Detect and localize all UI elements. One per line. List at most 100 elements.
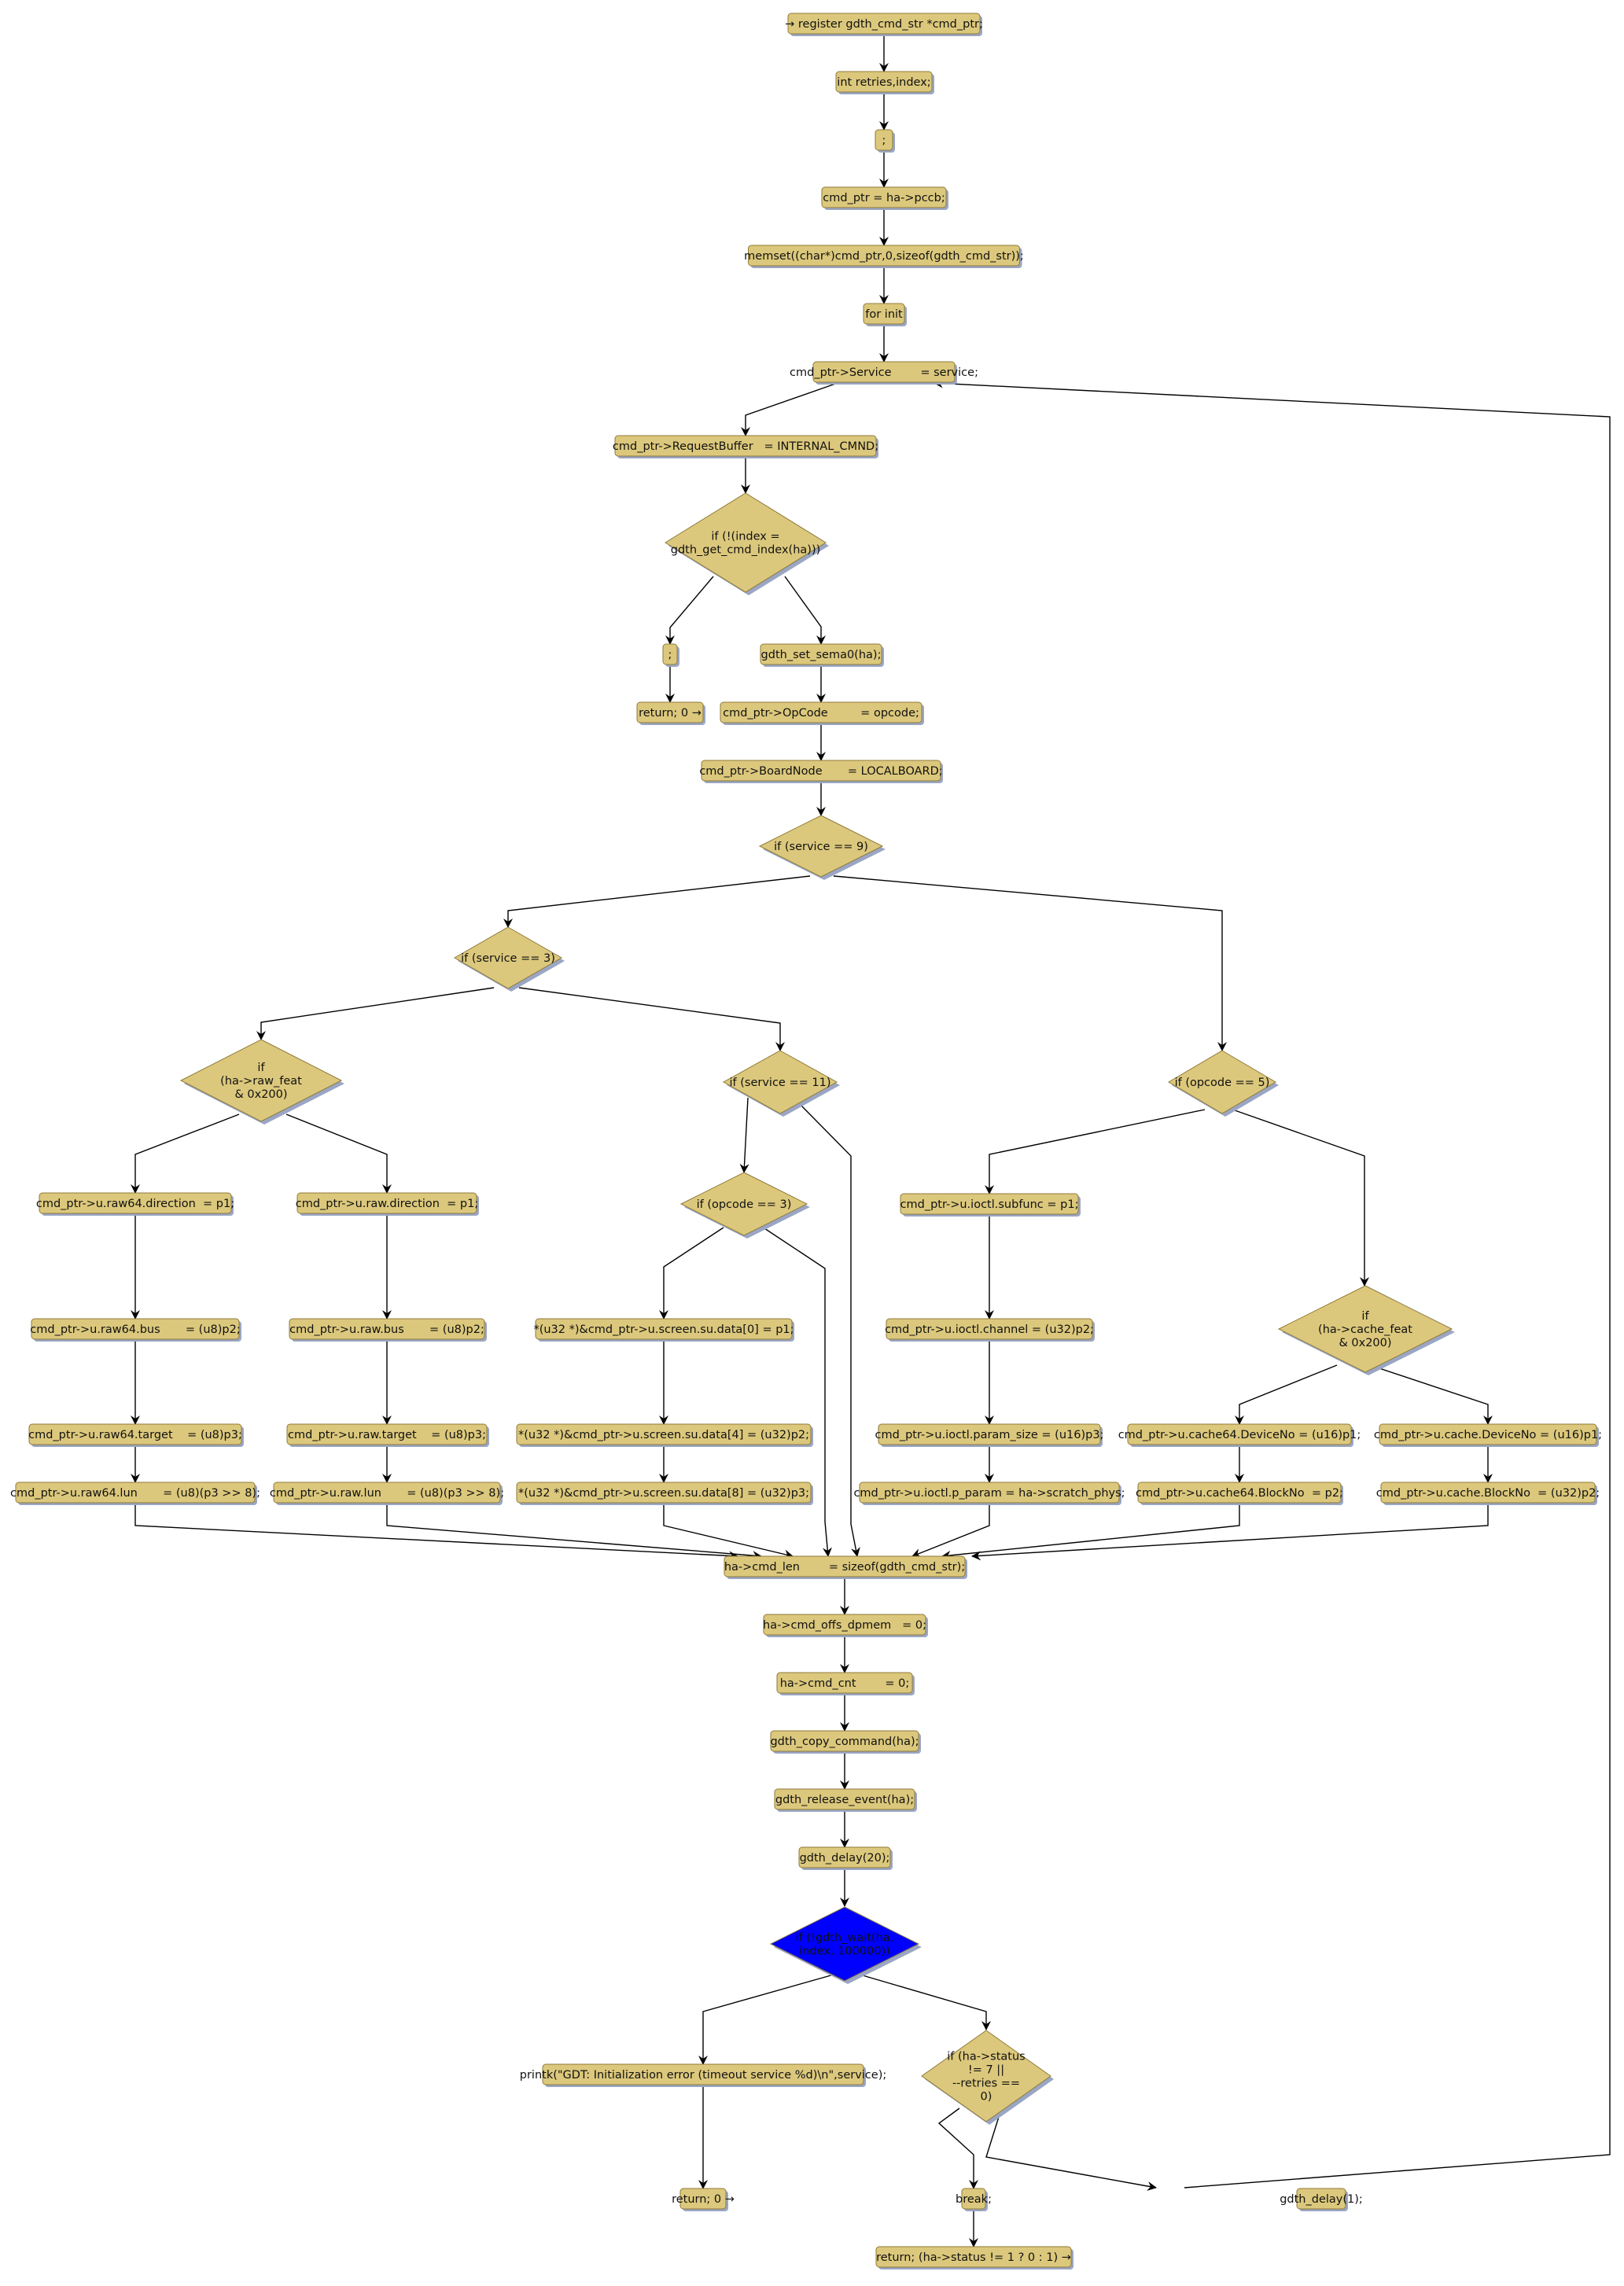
node-label: cmd_ptr->u.ioctl.p_param = ha->scratch_p… — [853, 1487, 1125, 1500]
process-node-n39[interactable]: printk("GDT: Initialization error (timeo… — [520, 2063, 887, 2087]
process-box — [835, 71, 933, 93]
process-box — [763, 1614, 926, 1636]
node-label: if (service == 11) — [730, 1077, 831, 1089]
node-label: cmd_ptr->u.raw64.direction = p1; — [36, 1198, 234, 1210]
process-node-n35[interactable]: ha->cmd_cnt = 0; — [776, 1672, 915, 1695]
process-node-n30[interactable]: cmd_ptr->u.cache64.BlockNo = p2; — [1136, 1482, 1343, 1505]
decision-node-d5[interactable]: if (service == 11) — [722, 1050, 840, 1117]
process-node-n28[interactable]: cmd_ptr->u.ioctl.p_param = ha->scratch_p… — [853, 1482, 1125, 1505]
node-label: gdth_delay(20); — [800, 1852, 890, 1865]
process-node-n33[interactable]: ha->cmd_len = sizeof(gdth_cmd_str); — [724, 1555, 967, 1579]
process-node-n9[interactable]: ; — [662, 643, 679, 667]
decision-node-d4[interactable]: if(ha->raw_feat& 0x200) — [179, 1039, 344, 1125]
edge-n30-to-n33 — [941, 1503, 1240, 1560]
process-node-n21[interactable]: cmd_ptr->u.raw.lun = (u8)(p3 >> 8); — [270, 1482, 504, 1505]
process-node-n11[interactable]: gdth_set_sema0(ha); — [760, 643, 884, 667]
process-node-n16[interactable]: cmd_ptr->u.raw64.target = (u8)p3; — [28, 1423, 244, 1447]
process-node-n20[interactable]: cmd_ptr->u.raw.target = (u8)p3; — [286, 1423, 489, 1447]
process-node-n37[interactable]: gdth_release_event(ha); — [774, 1788, 917, 1812]
node-label: int retries,index; — [837, 76, 930, 89]
process-box — [875, 129, 893, 151]
process-node-n31[interactable]: cmd_ptr->u.cache.DeviceNo = (u16)p1; — [1374, 1423, 1602, 1447]
process-node-n15[interactable]: cmd_ptr->u.raw64.bus = (u8)p2; — [30, 1318, 241, 1342]
process-node-n26[interactable]: cmd_ptr->u.ioctl.channel = (u32)p2; — [885, 1318, 1095, 1342]
decision-node-d6[interactable]: if (opcode == 3) — [679, 1172, 810, 1239]
node-label: cmd_ptr->u.cache.DeviceNo = (u16)p1; — [1374, 1429, 1602, 1441]
node-label: *(u32 *)&cmd_ptr->u.screen.su.data[8] = … — [518, 1487, 809, 1500]
process-node-n22[interactable]: *(u32 *)&cmd_ptr->u.screen.su.data[0] = … — [533, 1318, 794, 1342]
process-node-n41[interactable]: break; — [956, 2188, 992, 2211]
process-node-n7[interactable]: cmd_ptr->Service = service; — [790, 361, 978, 385]
process-node-n36[interactable]: gdth_copy_command(ha); — [770, 1730, 921, 1754]
node-label: index, 100000)) — [799, 1945, 890, 1958]
process-box — [760, 643, 882, 665]
process-node-n23[interactable]: *(u32 *)&cmd_ptr->u.screen.su.data[4] = … — [516, 1423, 813, 1447]
process-node-n24[interactable]: *(u32 *)&cmd_ptr->u.screen.su.data[8] = … — [516, 1482, 813, 1505]
node-label: return; 0 → — [639, 707, 702, 720]
process-node-n34[interactable]: ha->cmd_offs_dpmem = 0; — [763, 1614, 928, 1637]
node-label: cmd_ptr->u.raw64.lun = (u8)(p3 >> 8); — [10, 1487, 260, 1500]
process-node-n6[interactable]: for init — [863, 303, 907, 326]
node-label: *(u32 *)&cmd_ptr->u.screen.su.data[0] = … — [533, 1323, 794, 1336]
edge-d6-to-n22 — [659, 1227, 724, 1320]
process-node-n2[interactable]: int retries,index; — [835, 71, 934, 94]
decision-node-d10[interactable]: if (ha->status!= 7 ||--retries ==0) — [921, 2030, 1054, 2125]
process-box — [39, 1192, 232, 1214]
decision-node-d7[interactable]: if (opcode == 5) — [1168, 1050, 1279, 1117]
process-box — [878, 1423, 1101, 1445]
process-node-n42[interactable]: return; (ha->status != 1 ? 0 : 1) → — [875, 2246, 1073, 2269]
decision-node-d8[interactable]: if(ha->cache_feat& 0x200) — [1277, 1285, 1455, 1375]
node-label: → register gdth_cmd_str *cmd_ptr; — [785, 18, 983, 31]
process-box — [776, 1672, 913, 1694]
edge-n21-to-n33 — [386, 1503, 762, 1561]
process-node-n4[interactable]: cmd_ptr = ha->pccb; — [821, 186, 948, 210]
node-label: printk("GDT: Initialization error (timeo… — [520, 2069, 887, 2082]
edge-n43-to-n7 — [934, 378, 1611, 2188]
process-node-n25[interactable]: cmd_ptr->u.ioctl.subfunc = p1; — [900, 1193, 1081, 1217]
process-node-n1[interactable]: → register gdth_cmd_str *cmd_ptr; — [785, 13, 983, 36]
node-label: cmd_ptr->u.raw.direction = p1; — [296, 1198, 478, 1210]
node-label: & 0x200) — [234, 1088, 287, 1101]
process-box — [787, 13, 981, 35]
process-node-n43[interactable]: gdth_delay(1); — [1280, 2188, 1363, 2211]
process-node-n12[interactable]: cmd_ptr->OpCode = opcode; — [720, 701, 924, 725]
node-label: gdth_set_sema0(ha); — [761, 649, 882, 661]
node-label: if (service == 3) — [461, 952, 555, 965]
process-node-n38[interactable]: gdth_delay(20); — [798, 1846, 893, 1870]
nodes-layer: → register gdth_cmd_str *cmd_ptr;int ret… — [10, 13, 1602, 2269]
decision-node-d9[interactable]: if (!gdth_wait(ha,index, 100000)) — [769, 1906, 922, 1984]
process-node-n18[interactable]: cmd_ptr->u.raw.direction = p1; — [296, 1192, 479, 1216]
terminal-box — [636, 701, 704, 723]
edge-d10-to-n41 — [937, 2107, 978, 2189]
process-box — [662, 643, 678, 665]
process-node-n32[interactable]: cmd_ptr->u.cache.BlockNo = (u32)p2; — [1376, 1482, 1600, 1505]
process-box — [748, 245, 1020, 267]
node-label: cmd_ptr->u.cache.BlockNo = (u32)p2; — [1376, 1487, 1600, 1500]
node-label: (ha->cache_feat — [1318, 1323, 1412, 1336]
decision-diamond — [1277, 1285, 1453, 1373]
process-node-n19[interactable]: cmd_ptr->u.raw.bus = (u8)p2; — [289, 1318, 487, 1342]
node-label: if (service == 9) — [774, 841, 868, 853]
process-node-n29[interactable]: cmd_ptr->u.cache64.DeviceNo = (u16)p1; — [1118, 1423, 1361, 1447]
process-box — [1379, 1423, 1597, 1445]
process-node-n14[interactable]: cmd_ptr->u.raw64.direction = p1; — [36, 1192, 234, 1216]
process-node-n5[interactable]: memset((char*)cmd_ptr,0,sizeof(gdth_cmd_… — [744, 245, 1024, 268]
process-box — [1127, 1423, 1352, 1445]
node-label: != 7 || — [968, 2064, 1004, 2077]
process-node-n3[interactable]: ; — [875, 129, 895, 153]
process-box — [724, 1555, 966, 1577]
process-node-n17[interactable]: cmd_ptr->u.raw64.lun = (u8)(p3 >> 8); — [10, 1482, 260, 1505]
process-node-n40[interactable]: return; 0 → — [672, 2188, 735, 2211]
node-label: gdth_release_event(ha); — [775, 1794, 914, 1806]
node-label: cmd_ptr->u.raw64.target = (u8)p3; — [28, 1429, 242, 1441]
process-node-n27[interactable]: cmd_ptr->u.ioctl.param_size = (u16)p3; — [875, 1423, 1104, 1447]
decision-node-d3[interactable]: if (service == 3) — [453, 926, 565, 992]
process-node-n10[interactable]: return; 0 → — [636, 701, 705, 725]
decision-node-d2[interactable]: if (service == 9) — [758, 815, 886, 880]
process-node-n13[interactable]: cmd_ptr->BoardNode = LOCALBOARD; — [699, 760, 943, 783]
node-label: --retries == — [952, 2078, 1020, 2090]
decision-node-d1[interactable]: if (!(index =gdth_get_cmd_index(ha))) — [665, 492, 829, 595]
process-node-n8[interactable]: cmd_ptr->RequestBuffer = INTERNAL_CMND; — [613, 435, 878, 458]
node-label: cmd_ptr->Service = service; — [790, 366, 978, 379]
